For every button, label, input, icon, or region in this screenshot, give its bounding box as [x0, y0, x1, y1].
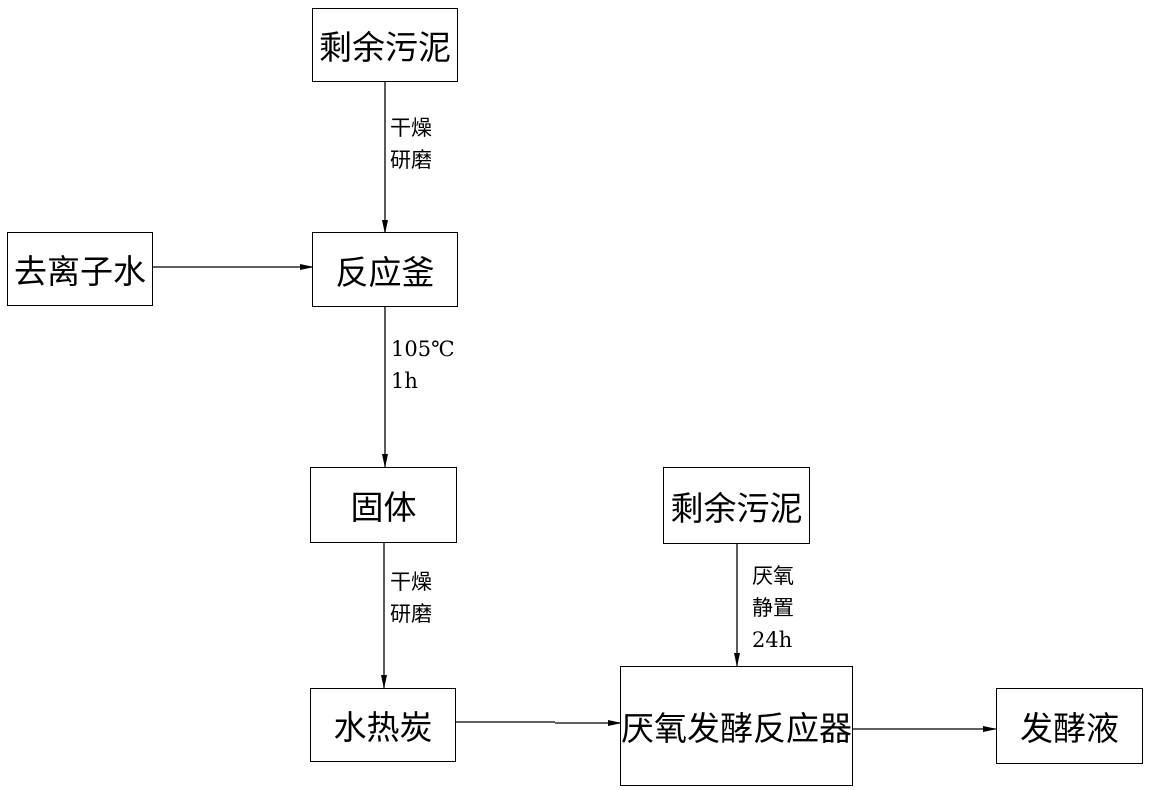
- node-deionized-water: 去离子水: [7, 232, 153, 306]
- node-hydrochar: 水热炭: [310, 688, 456, 762]
- node-solid: 固体: [310, 467, 457, 543]
- edge-label-line: 研磨: [390, 602, 432, 626]
- edge-label-line: 干燥: [390, 116, 432, 140]
- node-reactor: 反应釜: [312, 232, 458, 307]
- edge-label-line: 105℃: [391, 337, 455, 361]
- edge-label-temperature-time: 105℃ 1h: [391, 333, 455, 397]
- node-sludge-top: 剩余污泥: [312, 8, 458, 82]
- edge-label-line: 静置: [752, 596, 794, 620]
- node-sludge-right: 剩余污泥: [663, 467, 810, 544]
- edge-label-anaerobic-standing: 厌氧 静置 24h: [752, 560, 794, 656]
- edge-label-line: 24h: [752, 628, 793, 652]
- edge-label-line: 干燥: [390, 570, 432, 594]
- node-fermentation-liquid: 发酵液: [996, 688, 1143, 764]
- edge-label-line: 1h: [391, 369, 418, 393]
- edge-label-line: 研磨: [390, 148, 432, 172]
- node-anaerobic-reactor: 厌氧发酵反应器: [620, 666, 853, 786]
- edge-label-dry-grind-top: 干燥 研磨: [390, 112, 432, 176]
- edge-label-line: 厌氧: [752, 564, 794, 588]
- edge-label-dry-grind-bottom: 干燥 研磨: [390, 566, 432, 630]
